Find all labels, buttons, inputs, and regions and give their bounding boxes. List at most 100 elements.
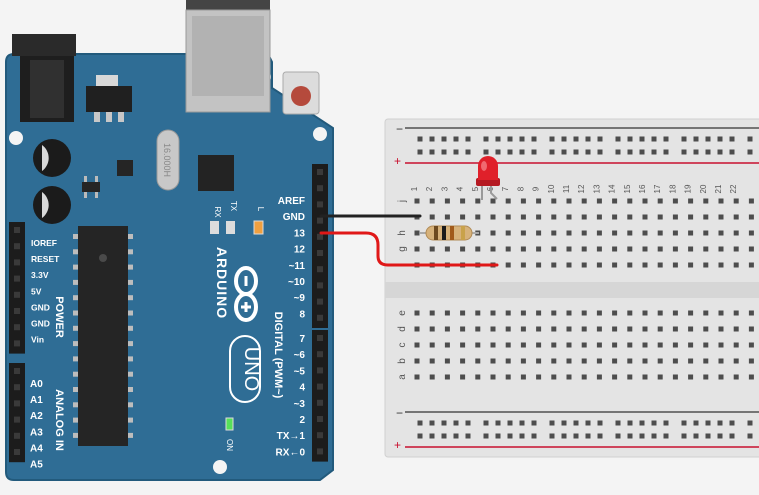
- pin-label: GND: [283, 212, 305, 223]
- rail-hole: [561, 136, 567, 142]
- breadboard-hole: [414, 374, 420, 380]
- red-led[interactable]: [476, 156, 500, 200]
- breadboard-hole: [642, 230, 648, 236]
- rail-hole: [531, 136, 537, 142]
- chip-pin: [127, 325, 133, 331]
- breadboard-hole: [657, 358, 663, 364]
- reset-button[interactable]: [282, 71, 320, 115]
- breadboard-hole: [612, 374, 618, 380]
- resistor-band: [450, 226, 454, 240]
- l-led: [253, 220, 264, 235]
- column-number: 9: [532, 186, 541, 191]
- rail-hole: [597, 136, 603, 142]
- pin-label: GND: [31, 319, 50, 329]
- breadboard-hole: [703, 262, 709, 268]
- breadboard-hole: [642, 214, 648, 220]
- reset-button-cap[interactable]: [291, 86, 311, 106]
- breadboard-hole: [596, 214, 602, 220]
- header-socket: [14, 400, 20, 407]
- rail-hole: [615, 149, 621, 155]
- breadboard-hole: [718, 246, 724, 252]
- breadboard-hole: [612, 262, 618, 268]
- breadboard-hole: [460, 246, 466, 252]
- breadboard-hole: [612, 326, 618, 332]
- model-badge-outline: [229, 335, 261, 403]
- dc-power-jack: [12, 34, 76, 122]
- header-socket: [317, 351, 323, 358]
- breadboard-hole: [703, 342, 709, 348]
- column-number: 15: [623, 184, 632, 193]
- breadboard-hole: [520, 326, 526, 332]
- breadboard-hole: [444, 246, 450, 252]
- breadboard-hole: [672, 262, 678, 268]
- rail-hole: [519, 149, 525, 155]
- breadboard-hole: [642, 326, 648, 332]
- wire-pin13[interactable]: [319, 231, 499, 267]
- breadboard-hole: [551, 358, 557, 364]
- breadboard-hole: [490, 358, 496, 364]
- breadboard-hole: [551, 310, 557, 316]
- header-socket: [14, 340, 20, 347]
- rail-hole: [549, 149, 555, 155]
- chip-pin: [73, 387, 79, 392]
- tx-led: [226, 221, 235, 234]
- breadboard-hole: [612, 246, 618, 252]
- column-number: 11: [562, 184, 571, 193]
- chip-pin: [73, 279, 79, 285]
- rail-hole: [615, 136, 621, 142]
- column-number: 17: [653, 184, 662, 193]
- breadboard-hole: [566, 358, 572, 364]
- power-on-led: [225, 417, 234, 431]
- row-letter: g: [397, 246, 408, 252]
- smd-chip: [117, 160, 133, 176]
- row-letter: b: [397, 358, 408, 364]
- pin-label: ~9: [294, 293, 306, 304]
- breadboard-hole: [444, 374, 450, 380]
- breadboard-hole: [566, 214, 572, 220]
- rail-hole: [693, 420, 699, 426]
- breadboard-hole: [520, 374, 526, 380]
- breadboard-hole: [733, 326, 739, 332]
- rail-hole: [483, 149, 489, 155]
- rail-hole: [717, 149, 723, 155]
- rail-hole: [519, 420, 525, 426]
- header-socket: [14, 259, 20, 266]
- breadboard-hole: [703, 230, 709, 236]
- capacitor-stripe: [42, 192, 49, 218]
- rail-hole: [747, 420, 753, 426]
- pin-label: 13: [294, 228, 306, 239]
- rail-hole: [465, 149, 471, 155]
- rail-hole: [453, 136, 459, 142]
- header-socket: [14, 368, 20, 374]
- rail-hole: [507, 149, 513, 155]
- breadboard-hole: [688, 326, 694, 332]
- breadboard-hole: [688, 230, 694, 236]
- chip-pin: [73, 234, 79, 239]
- header-housing: [9, 363, 25, 463]
- breadboard-hole: [566, 310, 572, 316]
- breadboard-hole: [505, 358, 511, 364]
- breadboard-hole: [688, 262, 694, 268]
- breadboard-hole: [627, 358, 633, 364]
- breadboard-hole: [460, 342, 466, 348]
- arduino-uno-board[interactable]: 16.000H RX TX L ARDUINO: [5, 0, 334, 481]
- resistor[interactable]: [420, 225, 479, 241]
- breadboard-hole: [505, 310, 511, 316]
- bottom-rail-plus-label: +: [394, 438, 401, 452]
- breadboard-hole: [551, 230, 557, 236]
- breadboard-hole: [672, 374, 678, 380]
- breadboard-hole: [718, 310, 724, 316]
- breadboard-hole: [748, 214, 754, 220]
- dc-jack-opening: [30, 60, 64, 118]
- rx-label: RX: [213, 206, 222, 218]
- rail-hole: [729, 420, 735, 426]
- rail-hole: [441, 136, 447, 142]
- capacitor: [33, 186, 71, 224]
- pin-label: 7: [299, 334, 305, 345]
- breadboard-hole: [718, 374, 724, 380]
- breadboard-hole: [657, 246, 663, 252]
- rail-hole: [681, 433, 687, 439]
- rail-hole: [573, 136, 579, 142]
- column-number: 22: [729, 184, 738, 193]
- rail-hole: [507, 420, 513, 426]
